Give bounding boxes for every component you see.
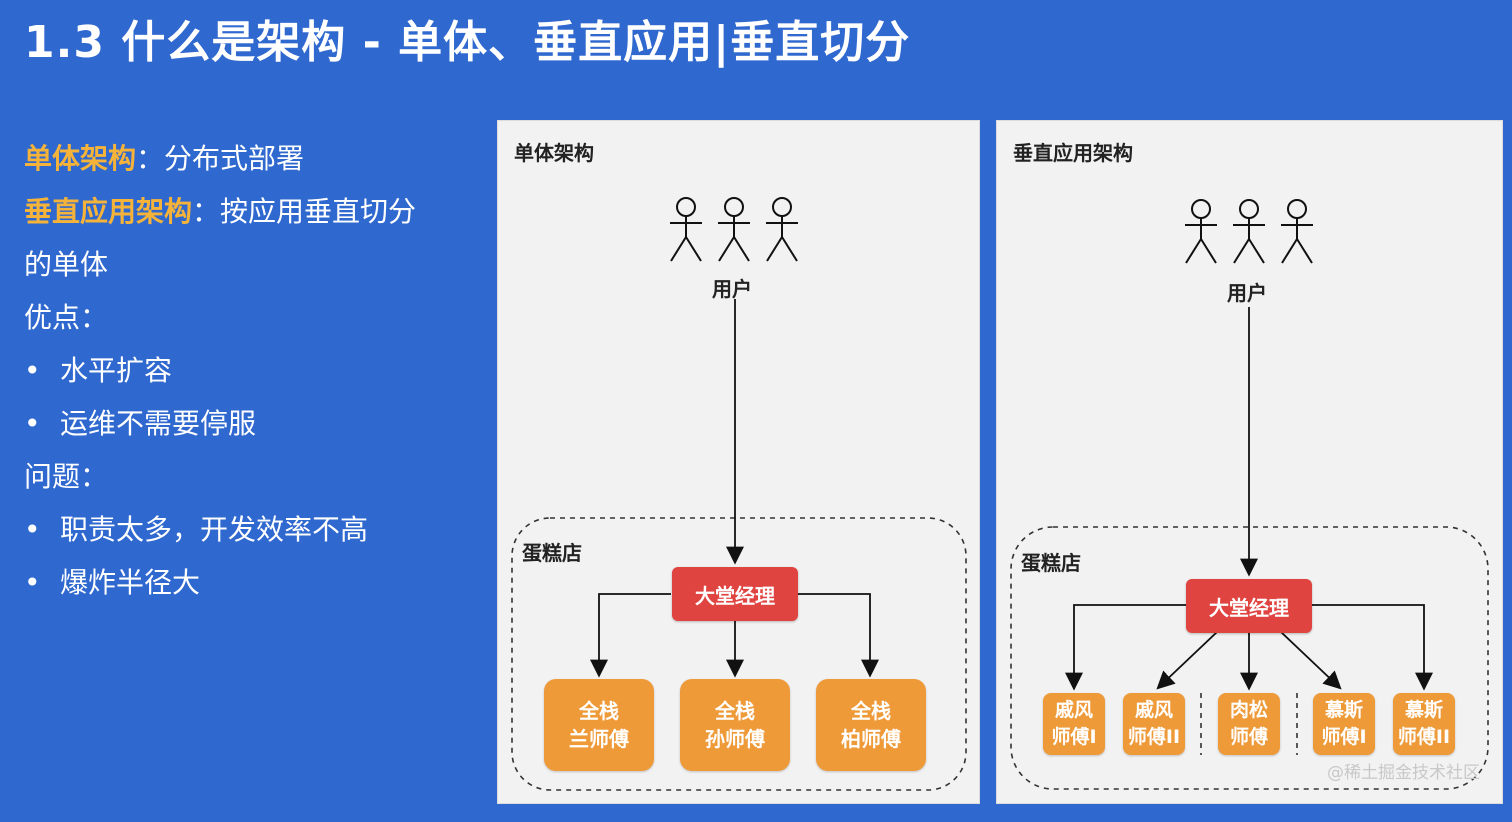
definition-vertical-cont: 的单体: [24, 248, 109, 281]
chef-box: 慕斯师傅I: [1313, 693, 1375, 755]
bullet-icon: •: [24, 566, 41, 599]
shop-container: [1010, 526, 1489, 790]
manager-to-chef-arrow: [1312, 604, 1433, 691]
chef-name: 师傅I: [1321, 726, 1367, 748]
manager-to-chef-arrow: [1065, 604, 1186, 691]
pros-item: • 水平扩容: [24, 344, 474, 397]
manager-to-chef-arrow: [798, 593, 879, 678]
monolith-diagram-panel: 单体架构 用户 蛋糕店 大堂经理 全栈兰师傅 全栈孙师傅 全栈柏师傅: [497, 120, 980, 804]
left-text-block: 单体架构：分布式部署 垂直应用架构：按应用垂直切分 的单体 优点： •水平扩容 …: [24, 132, 474, 609]
term-separator: ：: [136, 142, 165, 175]
slide-title: 1.3 什么是架构 - 单体、垂直应用|垂直切分: [24, 17, 911, 68]
panel-title: 单体架构: [514, 141, 594, 165]
manager-box: 大堂经理: [1186, 579, 1312, 633]
users-stick-figure-icon: [670, 197, 798, 262]
monolith-diagram-lines: [511, 197, 967, 791]
chef-role: 慕斯: [1324, 699, 1363, 721]
cons-heading: 问题：: [24, 460, 109, 493]
pros-item-text: 水平扩容: [60, 354, 173, 387]
chef-name: 孙师傅: [705, 727, 765, 751]
bullet-icon: •: [24, 354, 41, 387]
pros-item-text: 运维不需要停服: [60, 407, 257, 440]
definition-monolith: 单体架构：分布式部署: [24, 132, 474, 185]
chef-box: 慕斯师傅II: [1393, 693, 1455, 755]
users-stick-figure-icon: [1185, 199, 1313, 264]
watermark: @稀土掘金技术社区: [1327, 763, 1480, 783]
manager-to-chef-arrow: [1280, 631, 1342, 690]
chef-name: 师傅II: [1397, 726, 1451, 748]
term-monolith: 单体架构: [24, 142, 137, 175]
definition-vertical-text: 按应用垂直切分: [220, 195, 417, 228]
chef-role: 全栈: [579, 699, 619, 723]
manager-box: 大堂经理: [672, 567, 798, 621]
manager-to-chef-arrow: [590, 593, 671, 678]
chef-role: 全栈: [851, 699, 891, 723]
manager-to-chef-arrow: [1156, 631, 1218, 690]
chef-role: 全栈: [715, 699, 755, 723]
vertical-diagram-panel: 垂直应用架构 用户 蛋糕店 大堂经理 戚风师傅I 戚风师傅II 肉松师傅 慕斯师…: [996, 120, 1503, 804]
shop-label: 蛋糕店: [1021, 551, 1081, 575]
chef-role: 慕斯: [1404, 699, 1443, 721]
chef-box: 全栈柏师傅: [816, 679, 926, 771]
chef-name: 师傅I: [1051, 726, 1097, 748]
cons-item: • 职责太多，开发效率不高: [24, 503, 474, 556]
bullet-icon: •: [24, 407, 41, 440]
user-label: 用户: [1227, 281, 1267, 305]
definition-vertical: 垂直应用架构：按应用垂直切分: [24, 185, 474, 238]
bullet-icon: •: [24, 513, 41, 546]
cons-item-text: 爆炸半径大: [60, 566, 201, 599]
chef-role: 戚风: [1054, 699, 1093, 721]
cons-item: • 爆炸半径大: [24, 556, 474, 609]
definition-monolith-text: 分布式部署: [164, 142, 305, 175]
shop-label: 蛋糕店: [522, 541, 582, 565]
user-label: 用户: [712, 277, 752, 301]
term-separator: ：: [192, 195, 221, 228]
term-vertical: 垂直应用架构: [24, 195, 193, 228]
chef-name: 柏师傅: [841, 727, 901, 751]
chef-box: 戚风师傅I: [1043, 693, 1105, 755]
shop-container: [511, 517, 967, 791]
pros-heading: 优点：: [24, 301, 109, 334]
chef-box: 戚风师傅II: [1123, 693, 1185, 755]
chef-box: 全栈孙师傅: [680, 679, 790, 771]
chef-name: 师傅II: [1127, 726, 1181, 748]
pros-item: • 运维不需要停服: [24, 397, 474, 450]
chef-name: 师傅: [1229, 726, 1268, 748]
cons-item-text: 职责太多，开发效率不高: [60, 513, 369, 546]
chef-name: 兰师傅: [569, 727, 629, 751]
group-separators: [1200, 693, 1298, 755]
chef-box: 肉松师傅: [1218, 693, 1280, 755]
chef-role: 肉松: [1229, 699, 1268, 721]
vertical-diagram-lines: [1010, 199, 1489, 790]
chef-role: 戚风: [1134, 699, 1173, 721]
chef-box: 全栈兰师傅: [544, 679, 654, 771]
panel-title: 垂直应用架构: [1013, 141, 1133, 165]
